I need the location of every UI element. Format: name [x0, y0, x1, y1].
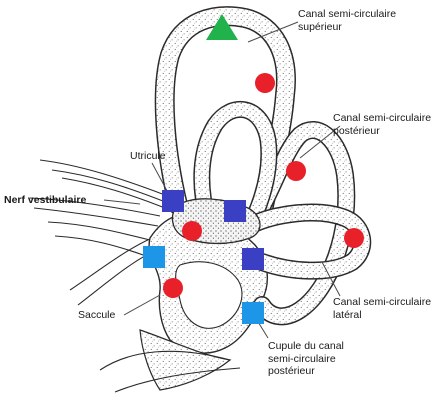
- red-circle-marker-lateral: [344, 228, 364, 248]
- blue-square-marker-3: [242, 248, 264, 270]
- cyan-square-marker-cupula: [242, 302, 264, 324]
- label-posterior-line-2: postérieur: [333, 125, 431, 138]
- leader-nerve: [104, 200, 140, 204]
- blue-square-marker-2: [224, 200, 246, 222]
- leader-saccule: [124, 295, 160, 315]
- red-circle-marker-superior: [255, 73, 275, 93]
- blue-square-marker-1: [162, 190, 184, 212]
- vestibular-nerve-fibers: [30, 160, 170, 305]
- label-cupula: Cupule du canal semi-circulaire postérie…: [268, 340, 344, 378]
- label-superior-canal: Canal semi-circulaire supérieur: [298, 8, 396, 33]
- red-circle-marker-saccule: [163, 278, 183, 298]
- label-superior-line-1: Canal semi-circulaire: [298, 8, 396, 21]
- label-cupula-line-3: postérieur: [268, 365, 344, 378]
- label-posterior-canal: Canal semi-circulaire postérieur: [333, 112, 431, 137]
- red-circle-marker-posterior: [286, 161, 306, 181]
- label-superior-line-2: supérieur: [298, 21, 396, 34]
- red-circle-marker-utricle: [182, 221, 202, 241]
- label-utricle: Utricule: [130, 150, 166, 163]
- label-posterior-line-1: Canal semi-circulaire: [333, 112, 431, 125]
- label-cupula-line-2: semi-circulaire: [268, 353, 344, 366]
- label-lateral-canal: Canal semi-circulaire latéral: [333, 296, 431, 321]
- label-saccule: Saccule: [78, 309, 115, 322]
- label-lateral-line-2: latéral: [333, 309, 431, 322]
- label-cupula-line-1: Cupule du canal: [268, 340, 344, 353]
- label-lateral-line-1: Canal semi-circulaire: [333, 296, 431, 309]
- cyan-square-marker-saccule: [143, 246, 165, 268]
- label-vestibular-nerve: Nerf vestibulaire: [4, 194, 86, 207]
